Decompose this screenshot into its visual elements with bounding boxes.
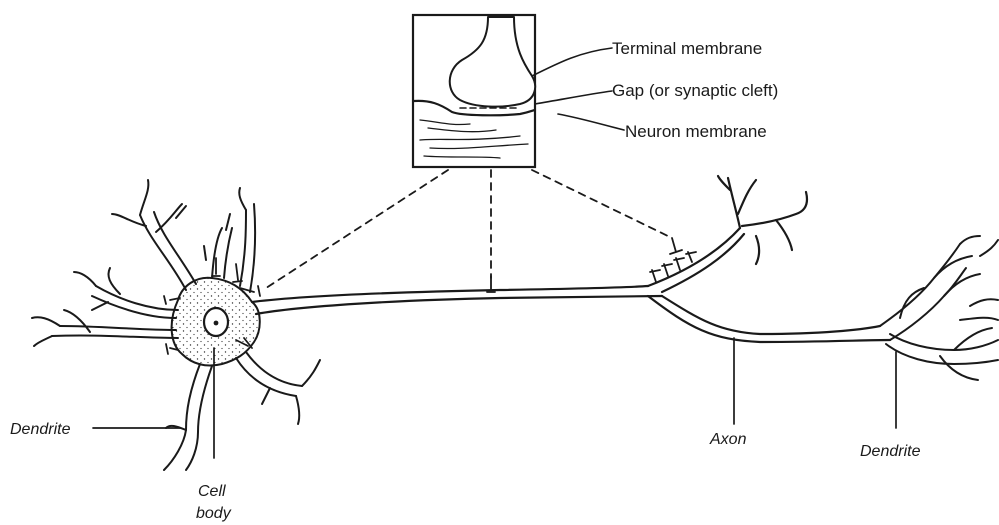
gap-leader — [535, 91, 612, 104]
axon-collateral-upper — [662, 296, 880, 334]
neuron-membrane-leader — [558, 114, 624, 130]
axon — [252, 176, 890, 342]
label-gap: Gap (or synaptic cleft) — [612, 81, 778, 100]
terminal-arbor — [718, 176, 807, 264]
label-axon: Axon — [709, 431, 747, 448]
bottom-leaders — [93, 338, 896, 458]
label-cell: Cell — [198, 483, 226, 500]
synapse-inset — [413, 15, 624, 167]
label-neuron-membrane: Neuron membrane — [625, 122, 767, 141]
axon-lower-edge — [256, 296, 662, 314]
right-dendrites — [880, 236, 998, 380]
inset-connectors — [263, 170, 672, 290]
axon-collateral-lower — [648, 296, 890, 342]
nucleolus — [214, 321, 219, 326]
upper-terminal-branch — [648, 228, 744, 292]
label-terminal-membrane: Terminal membrane — [612, 39, 762, 58]
label-body: body — [196, 505, 232, 522]
terminal-leader — [532, 48, 612, 76]
label-dendrite-left: Dendrite — [10, 421, 71, 438]
label-dendrite-right: Dendrite — [860, 443, 921, 460]
